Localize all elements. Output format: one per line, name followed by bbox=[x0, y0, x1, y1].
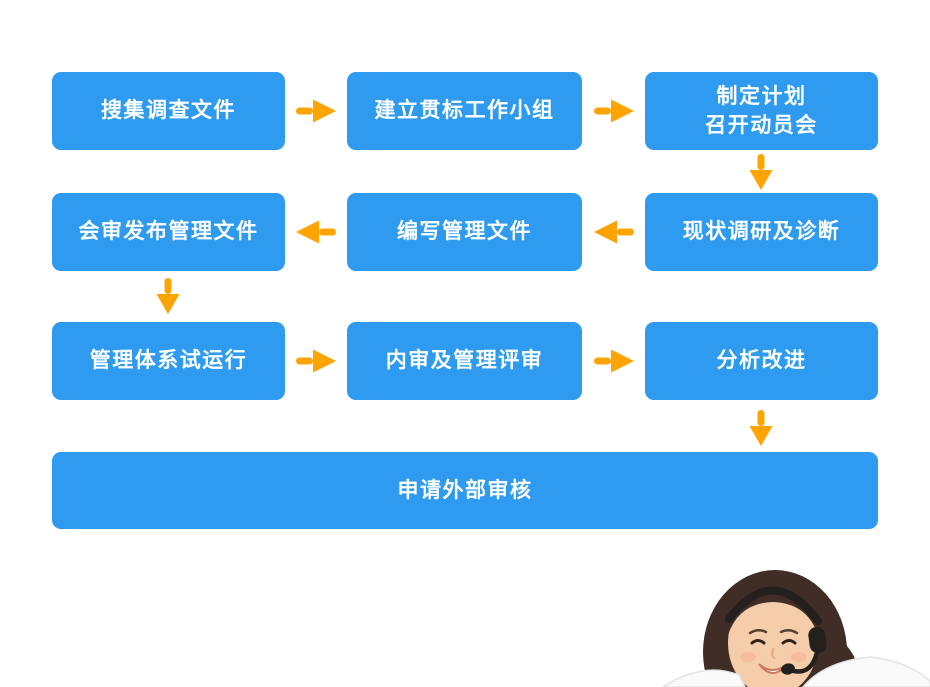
arrow-down-icon bbox=[153, 276, 183, 316]
arrow-right-icon bbox=[591, 96, 637, 126]
node-write-management-docs: 编写管理文件 bbox=[347, 193, 582, 271]
node-collect-survey-documents: 搜集调查文件 bbox=[52, 72, 285, 150]
node-establish-working-group: 建立贯标工作小组 bbox=[347, 72, 582, 150]
customer-service-photo bbox=[657, 557, 930, 687]
arrow-left-icon bbox=[293, 217, 339, 247]
node-label: 编写管理文件 bbox=[397, 219, 532, 244]
node-label-line2: 召开动员会 bbox=[705, 113, 818, 137]
arrow-right-icon bbox=[293, 346, 339, 376]
node-label: 现状调研及诊断 bbox=[682, 219, 841, 244]
node-label: 管理体系试运行 bbox=[89, 348, 248, 373]
node-label: 申请外部审核 bbox=[397, 477, 533, 502]
arrow-down-icon bbox=[746, 408, 776, 448]
node-label-line1: 制定计划 bbox=[716, 83, 807, 108]
node-label: 分析改进 bbox=[716, 348, 807, 373]
node-label: 建立贯标工作小组 bbox=[374, 98, 555, 123]
arrow-right-icon bbox=[591, 346, 637, 376]
node-make-plan-mobilization-meeting: 制定计划 召开动员会 bbox=[645, 72, 878, 150]
customer-service-agent-illustration bbox=[661, 570, 930, 687]
node-label: 内审及管理评审 bbox=[385, 348, 544, 373]
node-status-research-diagnosis: 现状调研及诊断 bbox=[645, 193, 878, 271]
arrow-left-icon bbox=[591, 217, 637, 247]
arrow-right-icon bbox=[293, 96, 339, 126]
node-system-trial-run: 管理体系试运行 bbox=[52, 322, 285, 400]
node-analyze-improve: 分析改进 bbox=[645, 322, 878, 400]
node-apply-external-audit: 申请外部审核 bbox=[52, 452, 878, 529]
node-label: 搜集调查文件 bbox=[101, 98, 236, 123]
node-review-publish-management-docs: 会审发布管理文件 bbox=[52, 193, 285, 271]
node-label: 会审发布管理文件 bbox=[78, 219, 259, 244]
arrow-down-icon bbox=[746, 152, 776, 192]
node-internal-audit-management-review: 内审及管理评审 bbox=[347, 322, 582, 400]
